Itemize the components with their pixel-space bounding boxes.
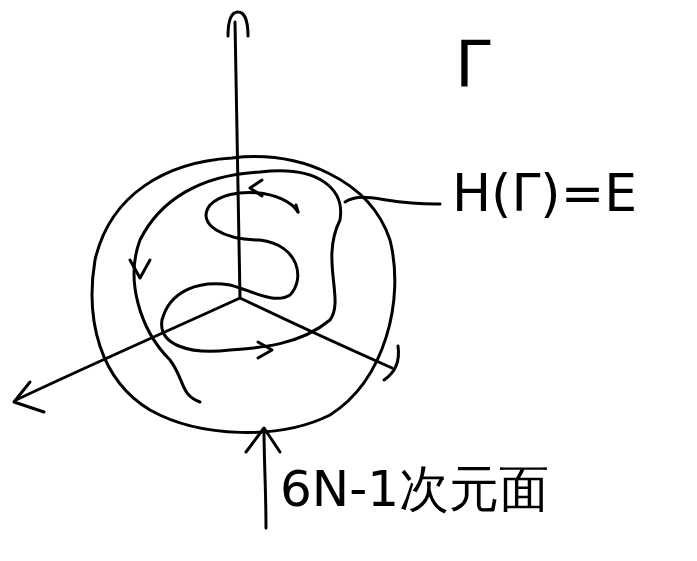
trajectory-arrow [258, 342, 272, 358]
space-symbol: Γ [455, 30, 491, 100]
surface-dimension-note: 6N-1次元面 [280, 462, 549, 517]
axis-arrowhead [228, 12, 248, 36]
trajectory-end [296, 205, 298, 212]
trajectory-arrow [130, 260, 150, 278]
pointer-arrow [264, 430, 266, 528]
leader-line [345, 197, 440, 204]
axis-arrowhead [384, 346, 398, 380]
left-axis [16, 298, 240, 400]
trajectory-arrow [250, 180, 262, 196]
right-axis [240, 298, 392, 368]
axis-arrowhead [14, 382, 44, 412]
trajectory-curve [134, 171, 341, 402]
pointer-arrowhead [246, 428, 280, 452]
vertical-axis [235, 22, 240, 298]
energy-surface [92, 157, 395, 433]
surface-equation: H(Γ)=E [452, 165, 637, 222]
